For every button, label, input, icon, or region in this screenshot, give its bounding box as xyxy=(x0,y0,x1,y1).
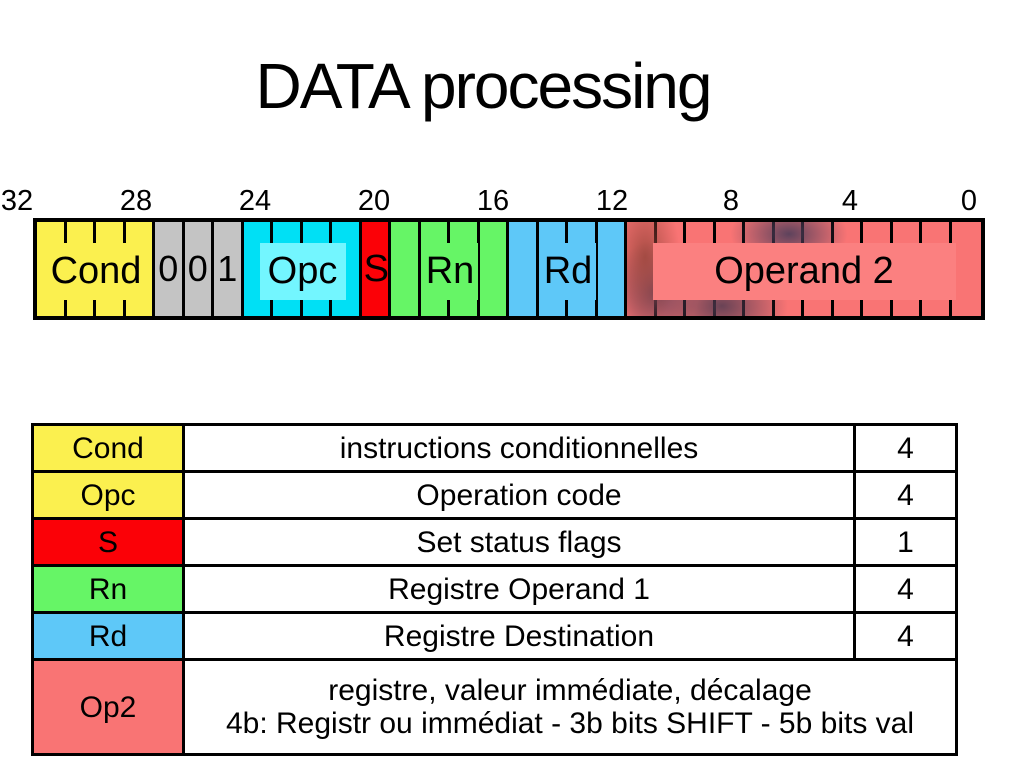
field-name-cell: Opc xyxy=(31,470,185,520)
field-bits-cell: 4 xyxy=(853,611,958,661)
field-bits-cell: 1 xyxy=(853,517,958,567)
description-line: registre, valeur immédiate, décalage xyxy=(328,674,812,707)
field-description-cell: instructions conditionnelles xyxy=(182,423,856,473)
description-line: 4b: Registr ou immédiat - 3b bits SHIFT … xyxy=(225,707,915,740)
bit-cell xyxy=(479,222,509,316)
field-name-cell: S xyxy=(31,517,185,567)
field-label-box-cond: Cond xyxy=(46,243,146,300)
bit-cell xyxy=(951,222,981,316)
field-label-opc: Opc xyxy=(267,250,338,292)
bit-index-label-32: 32 xyxy=(0,185,34,217)
description-line: Operation code xyxy=(416,478,622,512)
bit-index-label-0: 0 xyxy=(960,185,978,217)
field-label-op2: Operand 2 xyxy=(714,250,894,292)
table-row: Rd Registre Destination 4 xyxy=(31,611,958,661)
table-row: Opc Operation code 4 xyxy=(31,470,958,520)
field-bits-cell: 4 xyxy=(853,470,958,520)
bit-cell xyxy=(509,222,539,316)
field-bits-cell: 4 xyxy=(853,423,958,473)
bit-scale: 32 28 24 20 16 12 8 4 0 xyxy=(0,185,1024,217)
field-name-cell: Rn xyxy=(31,564,185,614)
bit-value-cell: 0 xyxy=(184,222,214,316)
description-line: instructions conditionnelles xyxy=(339,431,699,465)
table-row: Cond instructions conditionnelles 4 xyxy=(31,423,958,473)
field-description-cell: Operation code xyxy=(182,470,856,520)
field-name-cell: Op2 xyxy=(31,658,185,756)
bit-index-label-4: 4 xyxy=(841,185,859,217)
field-label-rd: Rd xyxy=(543,250,593,292)
bit-index-label-28: 28 xyxy=(119,185,153,217)
table-row: S Set status flags 1 xyxy=(31,517,958,567)
bit-cell xyxy=(361,222,391,316)
field-description-cell: Registre Destination xyxy=(182,611,856,661)
bit-value-cell: 1 xyxy=(214,222,244,316)
field-label-rn: Rn xyxy=(425,250,475,292)
bit-cell xyxy=(597,222,627,316)
description-line: Set status flags xyxy=(416,525,622,559)
field-label-box-rd: Rd xyxy=(540,243,596,300)
field-label-box-rn: Rn xyxy=(422,243,478,300)
field-label-s: S xyxy=(363,247,389,290)
page-title: DATA processing xyxy=(255,50,713,122)
field-description-cell: Registre Operand 1 xyxy=(182,564,856,614)
bit-index-label-24: 24 xyxy=(238,185,272,217)
field-s: S xyxy=(361,222,391,316)
description-line: Registre Operand 1 xyxy=(388,572,650,606)
field-name-cell: Cond xyxy=(31,423,185,473)
bit-index-label-12: 12 xyxy=(595,185,629,217)
field-description-cell: Set status flags xyxy=(182,517,856,567)
bit-index-label-16: 16 xyxy=(476,185,510,217)
table-row: Rn Registre Operand 1 4 xyxy=(31,564,958,614)
field-bits-cell: 4 xyxy=(853,564,958,614)
field-label-cond: Cond xyxy=(50,250,142,292)
bit-value-cell: 0 xyxy=(155,222,185,316)
bit-index-label-8: 8 xyxy=(722,185,740,217)
bit-index-label-20: 20 xyxy=(357,185,391,217)
bit-cell xyxy=(391,222,421,316)
field-name-cell: Rd xyxy=(31,611,185,661)
field-label-box-opc: Opc xyxy=(259,243,346,300)
description-line: Registre Destination xyxy=(383,619,655,653)
field-label-box-op2: Operand 2 xyxy=(652,243,956,300)
